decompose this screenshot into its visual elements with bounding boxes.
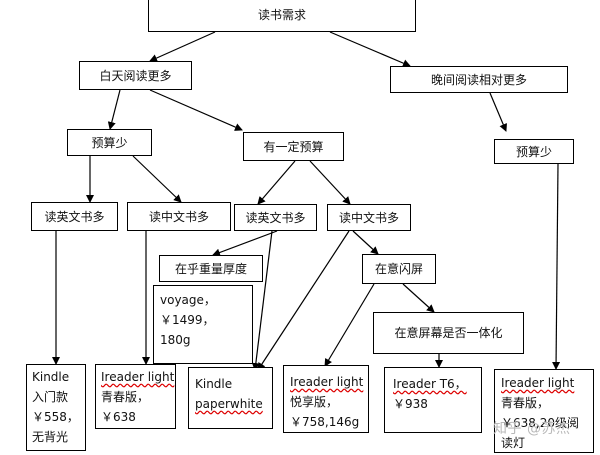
flush-screen-node: 在意屏幕是否一体化 [373,312,524,354]
chinese-mid-label: 读中文书多 [338,210,399,225]
ireader-enjoy-line-1: Ireader light [290,375,364,389]
day-reading-node: 白天阅读更多 [79,61,192,90]
arrow-night-to-low-budget-right [489,92,507,132]
chinese-left-label: 读中文书多 [148,209,209,224]
ireader-light-youth-right-leaf: Ireader light 青春版， ￥638,20级阅 读灯 [494,369,594,453]
arrow-chinese-mid-to-paperwhite [257,230,350,371]
arrow-day-to-some-budget [149,89,243,131]
ireader-light-youth-left-leaf: Ireader light 青春版， ￥638 [95,364,176,429]
ireader-light-enjoy-leaf: Ireader light 悦享版， ￥758,146g [283,365,369,433]
arrow-low-right-to-ireader-right [552,163,561,370]
ireader-t6-line-2: ￥938 [393,397,428,411]
english-mid-node: 读英文书多 [234,204,317,231]
english-left-node: 读英文书多 [31,202,118,231]
arrow-root-to-day [149,31,216,62]
ireader-t6-line-1: Ireader T6， [393,377,467,391]
arrow-flash-to-ireader-enjoy [324,283,375,367]
chinese-left-node: 读中文书多 [127,202,231,231]
low-budget-left-label: 预算少 [91,135,128,150]
arrow-low-left-to-chinese [132,155,182,203]
kindle-entry-leaf: Kindle 入门款 ￥558， 无背光 [26,364,86,451]
weight-node: 在乎重量厚度 [159,255,263,282]
kindle-entry-line-2: 入门款 [32,390,69,404]
arrow-english-mid-to-weight [212,230,278,257]
night-reading-label: 晚间阅读相对更多 [430,72,527,87]
ireader-light-right-line-2: 青春版， [501,396,550,410]
watermark-text: 知乎 @苏杰 [493,421,571,437]
english-left-label: 读英文书多 [44,209,105,224]
ireader-light-left-line-2: 青春版， [101,390,150,404]
some-budget-label: 有一定预算 [263,139,324,154]
arrow-english-mid-to-paperwhite [251,230,273,371]
ireader-light-left-line-1: Ireader light [101,370,175,384]
kindle-entry-line-3: ￥558， [32,410,79,424]
flash-label: 在意闪屏 [374,262,423,276]
ireader-t6-leaf: Ireader T6， ￥938 [384,367,482,433]
ireader-enjoy-line-3: ￥758,146g [290,415,360,429]
root-node: 读书需求 [148,0,416,32]
ireader-light-right-line-3: ￥638,20级阅 [501,416,579,430]
arrow-root-to-night [329,31,411,67]
ireader-light-right-line-4: 读灯 [501,436,526,450]
kindle-entry-line-4: 无背光 [32,430,69,444]
some-budget-node: 有一定预算 [243,132,344,161]
voyage-line-3: 180g [160,333,191,347]
kindle-entry-line-1: Kindle [32,370,70,384]
arrow-day-to-low-budget-left [107,89,121,130]
ireader-light-left-line-3: ￥638 [101,410,136,424]
kindle-paperwhite-leaf: Kindle paperwhite [188,367,273,429]
voyage-leaf: voyage， ￥1499， 180g [153,285,253,364]
ireader-enjoy-line-2: 悦享版， [290,395,339,409]
low-budget-left-node: 预算少 [67,129,152,156]
ireader-light-right-line-1: Ireader light [501,376,575,390]
chinese-mid-node: 读中文书多 [327,204,411,231]
english-mid-label: 读英文书多 [245,210,306,225]
voyage-line-2: ￥1499， [160,313,215,327]
low-budget-right-label: 预算少 [515,144,552,159]
arrow-chinese-mid-to-flash [352,230,379,255]
weight-label: 在乎重量厚度 [174,261,247,276]
arrow-some-budget-to-chinese-mid [309,160,351,205]
night-reading-node: 晚间阅读相对更多 [390,66,568,93]
flush-screen-label: 在意屏幕是否一体化 [394,326,503,340]
arrow-some-budget-to-english-mid [257,160,296,205]
flash-node: 在意闪屏 [362,254,436,284]
kindle-pw-line-1: Kindle [195,377,233,391]
voyage-line-1: voyage， [160,293,216,307]
low-budget-right-node: 预算少 [494,139,574,164]
day-reading-label: 白天阅读更多 [99,68,172,83]
kindle-pw-line-2: paperwhite [195,397,263,411]
arrow-flash-to-flush [402,283,435,313]
root-label: 读书需求 [257,8,306,22]
